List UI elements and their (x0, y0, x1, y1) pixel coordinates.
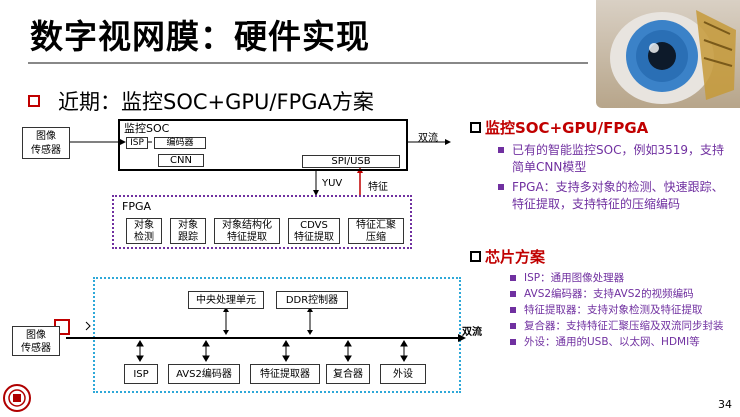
bullet-icon (510, 275, 516, 281)
feature-label: 特征 (368, 182, 388, 193)
cnn-box: CNN (158, 154, 204, 167)
yuv-label: YUV (322, 178, 343, 189)
fpga-block-feature-compression: 特征汇聚 压缩 (348, 218, 404, 244)
fpga-block-tracking: 对象 跟踪 (170, 218, 206, 244)
fpga-block-structured-feature: 对象结构化 特征提取 (214, 218, 280, 244)
bullet-icon (498, 184, 504, 190)
bullet-icon (498, 147, 504, 153)
soc-label: 监控SOC (124, 122, 170, 135)
list-chip-solution: ISP：通用图像处理器 AVS2编码器：支持AVS2的视频编码 特征提取器：支持… (510, 270, 736, 350)
square-bullet-icon (470, 122, 481, 133)
peripheral-box: 外设 (380, 364, 426, 384)
square-bullet-icon (28, 95, 40, 107)
university-logo-icon (2, 383, 32, 413)
subtitle-text: 近期：监控SOC+GPU/FPGA方案 (58, 90, 374, 114)
heading-chip-solution: 芯片方案 (470, 246, 545, 267)
bullet-icon (510, 307, 516, 313)
list-soc-gpu-fpga: 已有的智能监控SOC，例如3519，支持简单CNN模型 FPGA：支持多对象的检… (498, 142, 734, 213)
encoder-box: 编码器 (154, 137, 206, 149)
isp-box-2: ISP (124, 364, 158, 384)
fpga-block-cdvs: CDVS 特征提取 (288, 218, 340, 244)
bullet-icon (510, 291, 516, 297)
avs2-encoder-box: AVS2编码器 (168, 364, 240, 384)
slide-title: 数字视网膜：硬件实现 (30, 17, 370, 56)
subtitle-bullet: 近期：监控SOC+GPU/FPGA方案 (28, 86, 374, 116)
bullet-icon (510, 339, 516, 345)
diagram1-connectors (70, 139, 451, 196)
eye-implant-photo (596, 0, 740, 108)
dual-stream-label-1: 双流 (418, 133, 438, 144)
list-item: FPGA：支持多对象的检测、快速跟踪、特征提取，支持特征的压缩编码 (498, 179, 734, 213)
feature-extractor-box: 特征提取器 (250, 364, 320, 384)
list-item: 已有的智能监控SOC，例如3519，支持简单CNN模型 (498, 142, 734, 176)
list-item: ISP：通用图像处理器 (510, 270, 736, 286)
spi-usb-box: SPI/USB (302, 155, 400, 168)
page-number: 34 (718, 398, 732, 411)
square-bullet-icon (470, 251, 481, 262)
fpga-label: FPGA (122, 200, 152, 213)
cpu-box: 中央处理单元 (188, 291, 264, 309)
multiplexer-box: 复合器 (326, 364, 370, 384)
soc-box (118, 119, 408, 171)
heading1-text: 监控SOC+GPU/FPGA (485, 119, 649, 137)
title-divider (28, 62, 588, 64)
fpga-box (112, 195, 412, 249)
heading-soc-gpu-fpga: 监控SOC+GPU/FPGA (470, 117, 648, 138)
ddr-controller-box: DDR控制器 (276, 291, 348, 309)
fpga-block-detection: 对象 检测 (126, 218, 162, 244)
isp-box-1: ISP (126, 137, 148, 149)
bullet-icon (510, 323, 516, 329)
image-sensor-box-2: 图像 传感器 (12, 326, 60, 356)
image-sensor-box-1: 图像 传感器 (22, 127, 70, 159)
list-item: 复合器：支持特征汇聚压缩及双流同步封装 (510, 318, 736, 334)
heading2-text: 芯片方案 (485, 248, 546, 266)
list-item: 外设：通用的USB、以太网、HDMI等 (510, 334, 736, 350)
diagram2-connectors (66, 307, 466, 362)
dual-stream-label-2: 双流 (462, 327, 482, 338)
list-item: AVS2编码器：支持AVS2的视频编码 (510, 286, 736, 302)
list-item: 特征提取器：支持对象检测及特征提取 (510, 302, 736, 318)
